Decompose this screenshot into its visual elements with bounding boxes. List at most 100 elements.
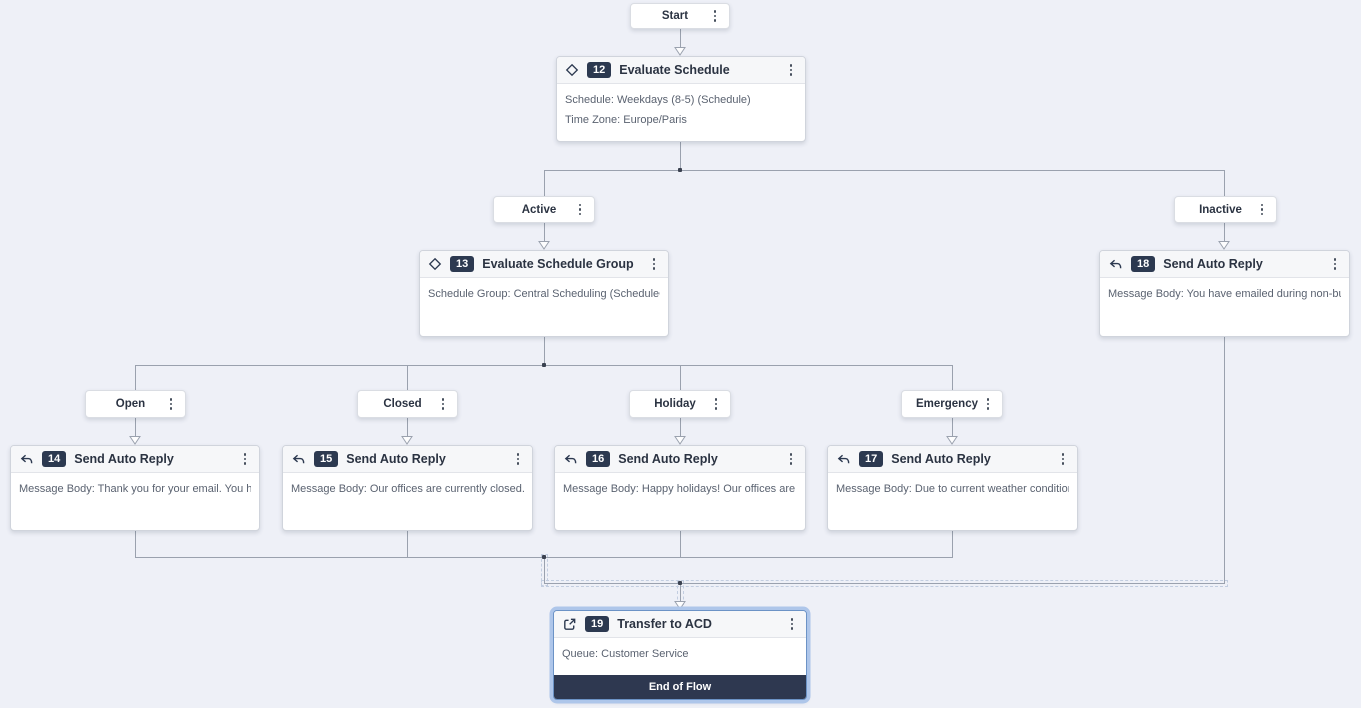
kebab-menu-button[interactable] (783, 61, 799, 79)
node-title: Send Auto Reply (1163, 257, 1263, 271)
node-detail: Message Body: Happy holidays! Our office… (563, 483, 797, 495)
connector-line (544, 337, 545, 365)
node-title: Evaluate Schedule Group (482, 257, 634, 271)
reply-icon (19, 452, 34, 467)
node-body: Schedule Group: Central Scheduling (Sche… (420, 278, 668, 304)
kebab-menu-button[interactable] (1254, 201, 1270, 219)
flow-node-evaluate-schedule[interactable]: 12 Evaluate Schedule Schedule: Weekdays … (556, 56, 806, 142)
branch-label-open[interactable]: Open (85, 390, 186, 418)
node-title: Send Auto Reply (74, 452, 174, 466)
flow-node-send-auto-reply-17[interactable]: 17 Send Auto Reply Message Body: Due to … (827, 445, 1078, 531)
node-detail: Message Body: Our offices are currently … (291, 483, 524, 495)
start-label: Start (661, 10, 689, 22)
branch-label-text: Closed (383, 398, 422, 410)
kebab-menu-button[interactable] (784, 615, 800, 633)
node-title: Send Auto Reply (891, 452, 991, 466)
kebab-menu-button[interactable] (572, 201, 588, 219)
kebab-menu-button[interactable] (237, 450, 253, 468)
node-body: Message Body: Due to current weather con… (828, 473, 1077, 499)
kebab-menu-button[interactable] (1327, 255, 1343, 273)
node-detail: Queue: Customer Service (562, 648, 689, 660)
arrowhead-icon (946, 436, 958, 445)
node-header: 15 Send Auto Reply (283, 446, 532, 473)
node-header: 16 Send Auto Reply (555, 446, 805, 473)
junction-dot (678, 581, 682, 585)
branch-label-emergency[interactable]: Emergency (901, 390, 1003, 418)
node-detail: Message Body: Thank you for your email. … (19, 483, 251, 495)
branch-label-inactive[interactable]: Inactive (1174, 196, 1277, 223)
flow-node-evaluate-schedule-group[interactable]: 13 Evaluate Schedule Group Schedule Grou… (419, 250, 669, 337)
branch-label-active[interactable]: Active (493, 196, 595, 223)
branch-label-closed[interactable]: Closed (357, 390, 458, 418)
kebab-menu-button[interactable] (435, 395, 451, 413)
connector-line (1224, 337, 1225, 583)
node-body: Queue: Customer Service (554, 638, 806, 664)
junction-dot (542, 363, 546, 367)
kebab-menu-button[interactable] (708, 395, 724, 413)
node-body: Message Body: Our offices are currently … (283, 473, 532, 499)
node-number-badge: 14 (42, 451, 67, 467)
flow-node-transfer-to-acd[interactable]: 19 Transfer to ACD Queue: Customer Servi… (553, 610, 807, 700)
node-header: 17 Send Auto Reply (828, 446, 1077, 473)
flow-node-send-auto-reply-15[interactable]: 15 Send Auto Reply Message Body: Our off… (282, 445, 533, 531)
external-link-icon (562, 617, 577, 632)
node-title: Transfer to ACD (617, 617, 712, 631)
branch-label-text: Inactive (1199, 203, 1242, 216)
node-title: Evaluate Schedule (619, 63, 730, 77)
kebab-menu-button[interactable] (1055, 450, 1071, 468)
branch-label-text: Holiday (654, 398, 696, 410)
node-detail: Message Body: You have emailed during no… (1108, 288, 1341, 300)
connector-line (541, 580, 1228, 587)
branch-label-text: Open (115, 398, 146, 410)
end-of-flow-bar: End of Flow (554, 675, 806, 699)
kebab-menu-button[interactable] (707, 7, 723, 25)
connector-line (680, 531, 681, 557)
node-body: Message Body: Thank you for your email. … (11, 473, 259, 499)
node-body: Message Body: Happy holidays! Our office… (555, 473, 805, 499)
kebab-menu-button[interactable] (163, 395, 179, 413)
node-detail: Schedule: Weekdays (8-5) (Schedule) (565, 94, 751, 106)
node-header: 13 Evaluate Schedule Group (420, 251, 668, 278)
node-header: 18 Send Auto Reply (1100, 251, 1349, 278)
kebab-menu-button[interactable] (646, 255, 662, 273)
node-number-badge: 12 (587, 62, 612, 78)
node-number-badge: 17 (859, 451, 884, 467)
reply-icon (1108, 257, 1123, 272)
branch-label-text: Active (521, 203, 557, 216)
branch-label-text: Emergency (915, 398, 978, 410)
node-number-badge: 19 (585, 616, 610, 632)
reply-icon (563, 452, 578, 467)
node-header: 19 Transfer to ACD (554, 611, 806, 638)
node-body: Schedule: Weekdays (8-5) (Schedule) Time… (557, 84, 805, 130)
node-number-badge: 18 (1131, 256, 1156, 272)
diamond-icon (428, 257, 442, 271)
arrowhead-icon (538, 241, 550, 250)
node-title: Send Auto Reply (346, 452, 446, 466)
connector-line (135, 531, 136, 557)
connector-line (952, 531, 953, 557)
junction-dot (542, 555, 546, 559)
kebab-menu-button[interactable] (980, 395, 996, 413)
node-detail: Time Zone: Europe/Paris (565, 114, 687, 126)
connector-line (407, 531, 408, 557)
arrowhead-icon (674, 601, 686, 610)
connector-line (541, 554, 548, 586)
node-detail: Message Body: Due to current weather con… (836, 483, 1069, 495)
flow-node-send-auto-reply-18[interactable]: 18 Send Auto Reply Message Body: You hav… (1099, 250, 1350, 337)
node-body: Message Body: You have emailed during no… (1100, 278, 1349, 304)
flow-node-send-auto-reply-14[interactable]: 14 Send Auto Reply Message Body: Thank y… (10, 445, 260, 531)
arrowhead-icon (129, 436, 141, 445)
branch-label-holiday[interactable]: Holiday (629, 390, 731, 418)
start-node[interactable]: Start (630, 3, 730, 29)
arrowhead-icon (1218, 241, 1230, 250)
junction-dot (678, 168, 682, 172)
kebab-menu-button[interactable] (510, 450, 526, 468)
node-number-badge: 16 (586, 451, 611, 467)
connector-line (677, 580, 684, 605)
node-detail: Schedule Group: Central Scheduling (Sche… (428, 288, 660, 300)
node-header: 14 Send Auto Reply (11, 446, 259, 473)
flow-node-send-auto-reply-16[interactable]: 16 Send Auto Reply Message Body: Happy h… (554, 445, 806, 531)
node-title: Send Auto Reply (618, 452, 718, 466)
kebab-menu-button[interactable] (783, 450, 799, 468)
